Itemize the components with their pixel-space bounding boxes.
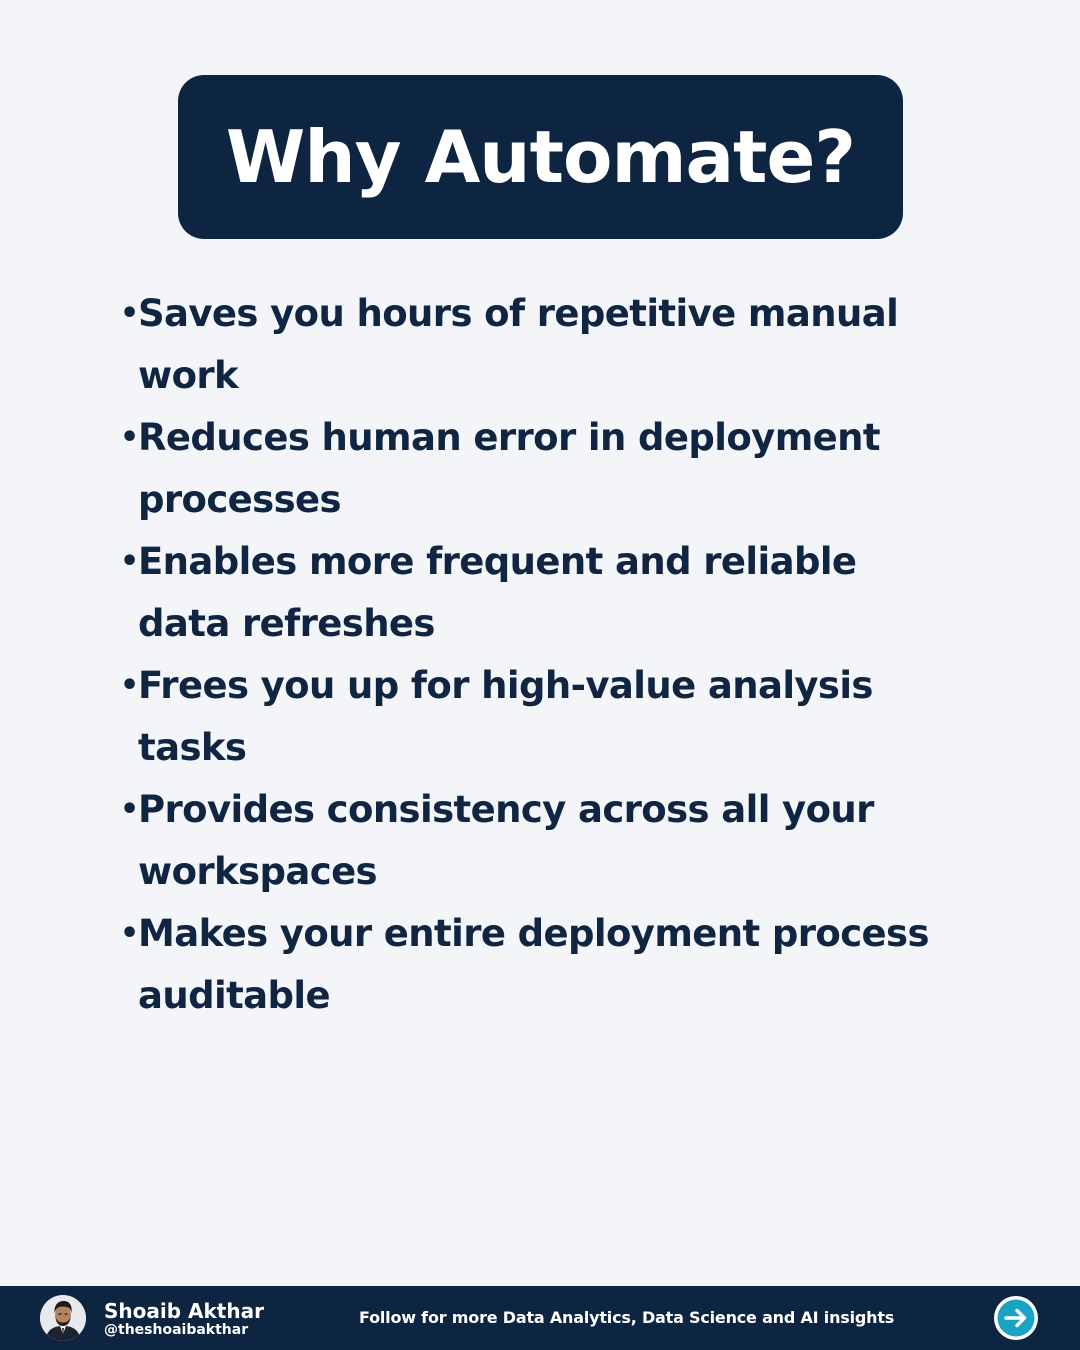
bullet-icon: • bbox=[120, 420, 139, 455]
list-item-text: Makes your entire deployment process aud… bbox=[138, 912, 930, 1017]
arrow-right-circle-icon bbox=[994, 1296, 1038, 1340]
bullet-icon: • bbox=[120, 544, 139, 579]
title-banner: Why Automate? bbox=[178, 75, 903, 239]
page-title: Why Automate? bbox=[225, 115, 856, 199]
bullet-icon: • bbox=[120, 916, 139, 951]
list-item: • Provides consistency across all your w… bbox=[120, 779, 960, 903]
avatar[interactable] bbox=[40, 1295, 86, 1341]
bullet-icon: • bbox=[120, 296, 139, 331]
list-item: • Frees you up for high-value analysis t… bbox=[120, 655, 960, 779]
follow-cta-text: Follow for more Data Analytics, Data Sci… bbox=[359, 1308, 895, 1327]
author-handle[interactable]: @theshoaibakthar bbox=[104, 1322, 249, 1338]
list-item: • Enables more frequent and reliable dat… bbox=[120, 531, 960, 655]
list-item-text: Reduces human error in deployment proces… bbox=[138, 416, 881, 521]
bullet-icon: • bbox=[120, 668, 139, 703]
list-item: • Reduces human error in deployment proc… bbox=[120, 407, 960, 531]
list-item-text: Enables more frequent and reliable data … bbox=[138, 540, 857, 645]
list-item-text: Saves you hours of repetitive manual wor… bbox=[138, 292, 899, 397]
footer-bar: Shoaib Akthar @theshoaibakthar Follow fo… bbox=[0, 1286, 1080, 1350]
next-slide-button[interactable] bbox=[993, 1295, 1039, 1341]
bullet-icon: • bbox=[120, 792, 139, 827]
list-item-text: Frees you up for high-value analysis tas… bbox=[138, 664, 873, 769]
list-item: • Saves you hours of repetitive manual w… bbox=[120, 283, 960, 407]
list-item: • Makes your entire deployment process a… bbox=[120, 903, 960, 1027]
person-avatar-icon bbox=[40, 1295, 86, 1341]
list-item-text: Provides consistency across all your wor… bbox=[138, 788, 874, 893]
author-name: Shoaib Akthar bbox=[104, 1299, 264, 1323]
benefits-list: • Saves you hours of repetitive manual w… bbox=[120, 283, 960, 1027]
